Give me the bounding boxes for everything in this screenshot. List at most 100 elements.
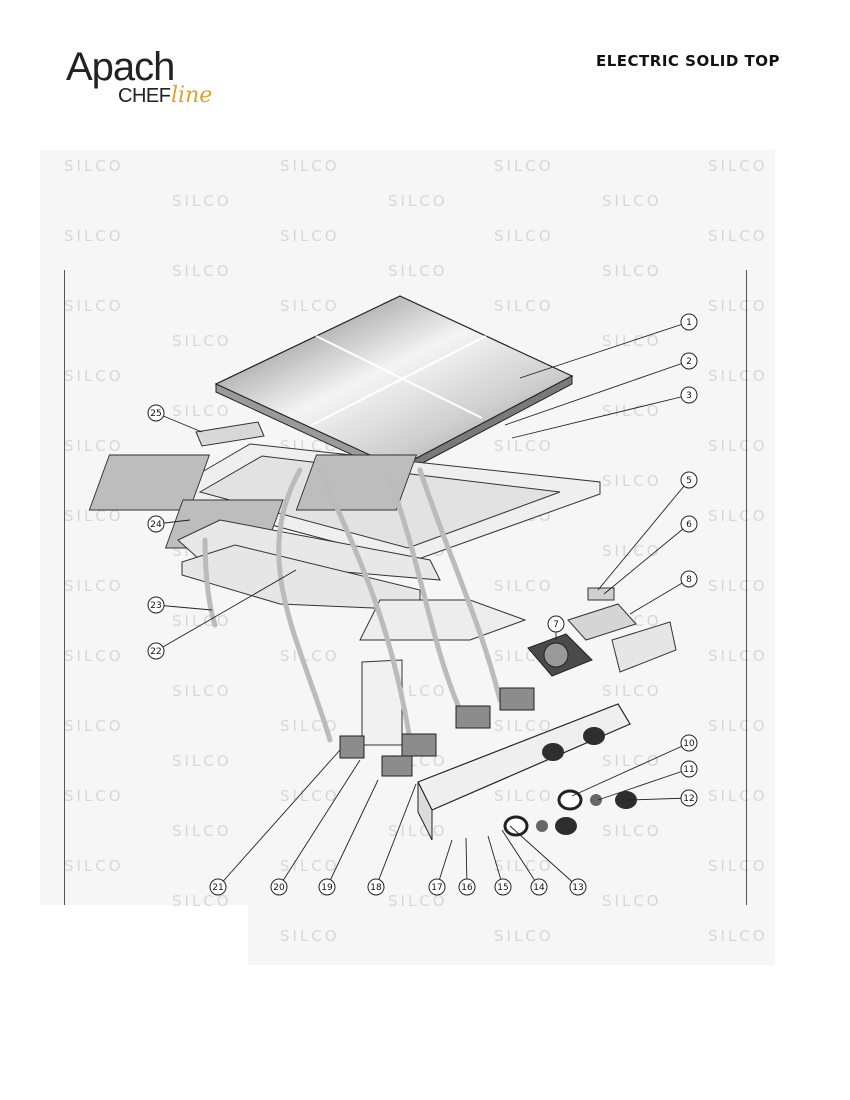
watermark-text: SILCO <box>708 717 768 735</box>
energy-regulators <box>339 687 535 777</box>
watermark-text: SILCO <box>64 787 124 805</box>
callout-6: 6 <box>603 515 698 595</box>
watermark-text: SILCO <box>280 157 340 175</box>
watermark-text: SILCO <box>602 752 662 770</box>
callout-label: 20 <box>273 883 285 893</box>
watermark-text: SILCO <box>602 192 662 210</box>
cooling-fan <box>527 633 593 677</box>
callout-20: 20 <box>270 759 361 896</box>
wiring-cables <box>202 467 503 743</box>
watermark-text: SILCO <box>494 787 554 805</box>
callout-label: 14 <box>533 883 545 893</box>
logo-brand-text: Apach <box>66 45 175 89</box>
watermark-text: SILCO <box>64 157 124 175</box>
callout-circle <box>494 878 512 896</box>
callout-leader-line <box>627 797 690 801</box>
callout-circle <box>569 878 587 896</box>
callout-circle <box>367 878 385 896</box>
watermark-text: SILCO <box>602 822 662 840</box>
watermark-text: SILCO <box>494 297 554 315</box>
watermark-text: SILCO <box>494 857 554 875</box>
callout-circle <box>318 878 336 896</box>
watermark-text: SILCO <box>172 192 232 210</box>
callout-21: 21 <box>209 749 341 896</box>
callout-leader-line <box>278 759 361 888</box>
callout-1: 1 <box>519 313 698 379</box>
watermark-text: SILCO <box>280 297 340 315</box>
callout-leader-line <box>511 394 690 439</box>
watermark-text: SILCO <box>388 892 448 910</box>
watermark-text: SILCO <box>708 157 768 175</box>
callout-18: 18 <box>367 783 417 896</box>
watermark-text: SILCO <box>494 927 554 945</box>
watermark-text: SILCO <box>602 682 662 700</box>
left-border-line <box>64 270 65 905</box>
document-title: ELECTRIC SOLID TOP <box>596 52 780 70</box>
brand-logo: Apach CHEF line <box>66 44 246 114</box>
callout-leader-line <box>155 604 213 611</box>
callout-circle <box>680 313 698 331</box>
control-panel <box>417 703 631 841</box>
callout-label: 24 <box>150 520 162 530</box>
logo-line-text: line <box>171 83 213 108</box>
watermark-text: SILCO <box>494 577 554 595</box>
callout-circle <box>680 352 698 370</box>
callout-circle <box>680 789 698 807</box>
callout-leader-line <box>509 825 579 888</box>
watermark-text: SILCO <box>708 577 768 595</box>
callout-label: 21 <box>212 883 223 893</box>
callout-circle <box>547 615 565 633</box>
watermark-text: SILCO <box>64 647 124 665</box>
callout-circle <box>270 878 288 896</box>
watermark-text: SILCO <box>172 752 232 770</box>
watermark-text: SILCO <box>708 367 768 385</box>
callout-label: 18 <box>370 883 382 893</box>
callout-label: 19 <box>321 883 333 893</box>
callout-label: 5 <box>686 476 692 486</box>
callout-22: 22 <box>147 569 297 660</box>
watermark-text: SILCO <box>172 822 232 840</box>
callout-label: 22 <box>150 647 161 657</box>
callout-16: 16 <box>458 837 476 896</box>
callout-label: 16 <box>461 883 473 893</box>
watermark-text: SILCO <box>64 507 124 525</box>
watermark-text: SILCO <box>708 857 768 875</box>
watermark-text: SILCO <box>280 787 340 805</box>
callout-leader-line <box>603 523 690 595</box>
callout-label: 23 <box>150 601 161 611</box>
callout-label: 25 <box>150 409 161 419</box>
watermark-text: SILCO <box>280 857 340 875</box>
watermark-text: SILCO <box>280 647 340 665</box>
callout-circle <box>680 760 698 778</box>
watermark-text: SILCO <box>708 437 768 455</box>
callout-label: 3 <box>686 391 692 401</box>
callout-7: 7 <box>547 615 565 640</box>
diagram-background-notch <box>40 905 248 967</box>
callout-8: 8 <box>629 570 698 615</box>
callout-17: 17 <box>428 839 453 896</box>
logo-chef-text: CHEF <box>118 85 171 107</box>
watermark-text: SILCO <box>708 227 768 245</box>
watermark-text: SILCO <box>388 262 448 280</box>
callout-leader-line <box>504 360 690 426</box>
callout-2: 2 <box>504 352 698 426</box>
watermark-text: SILCO <box>172 402 232 420</box>
callout-circle <box>680 386 698 404</box>
callout-label: 13 <box>572 883 583 893</box>
callout-leader-line <box>501 829 540 888</box>
watermark-text: SILCO <box>708 297 768 315</box>
callout-label: 17 <box>431 883 442 893</box>
watermark-text: SILCO <box>494 157 554 175</box>
watermark-text: SILCO <box>494 437 554 455</box>
callout-leader-line <box>597 479 690 591</box>
callout-label: 15 <box>497 883 508 893</box>
watermark-text: SILCO <box>602 262 662 280</box>
callout-circle <box>680 515 698 533</box>
watermark-text: SILCO <box>64 577 124 595</box>
watermark-text: SILCO <box>64 857 124 875</box>
watermark-text: SILCO <box>172 682 232 700</box>
callout-label: 8 <box>686 575 692 585</box>
callout-15: 15 <box>487 835 512 896</box>
callout-leader-line <box>487 835 504 888</box>
